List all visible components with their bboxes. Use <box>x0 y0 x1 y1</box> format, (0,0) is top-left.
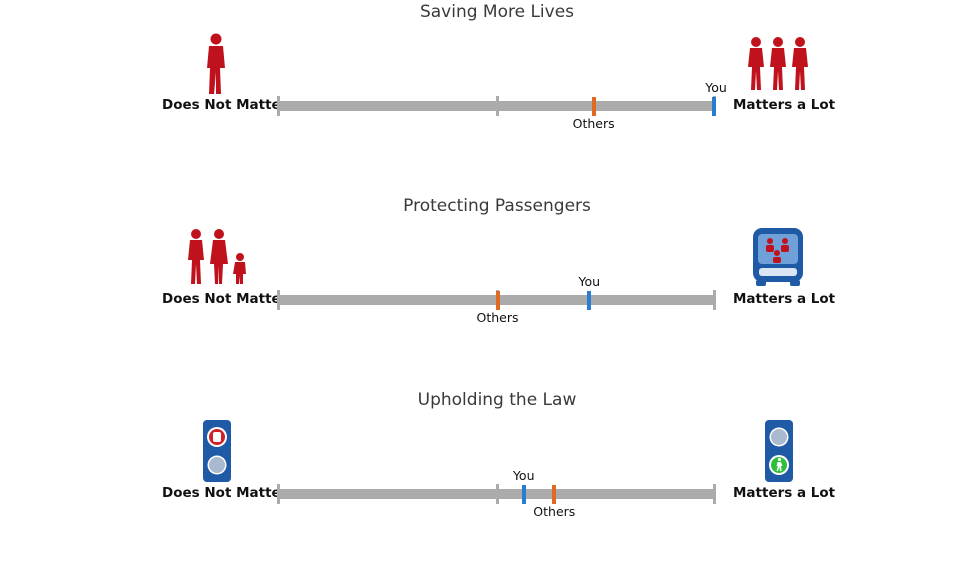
does-not-matter-label: Does Not Matter <box>162 485 288 501</box>
does-not-matter-label: Does Not Matter <box>162 291 288 307</box>
you-marker-label: You <box>512 468 535 483</box>
matters-a-lot-label: Matters a Lot <box>733 97 836 113</box>
matters-a-lot-label: Matters a Lot <box>733 291 836 307</box>
others-marker <box>552 485 557 504</box>
scale-title: Protecting Passengers <box>403 196 591 216</box>
you-marker-label: You <box>705 80 727 95</box>
scale-tick-start <box>277 290 280 310</box>
scale-tick-mid <box>496 96 499 116</box>
scale-tick-start <box>277 96 280 116</box>
scale-tick-start <box>277 484 280 504</box>
others-marker-label: Others <box>572 116 615 131</box>
you-marker <box>521 485 526 504</box>
you-marker <box>587 291 592 310</box>
group-of-pedestrians-icon <box>748 37 808 90</box>
scale-saving-more-lives: Saving More Lives Does Not Matter Matter… <box>0 0 970 194</box>
you-marker <box>712 97 716 116</box>
others-marker <box>495 291 500 310</box>
pedestrian-family-icon <box>188 229 246 284</box>
matters-a-lot-label: Matters a Lot <box>733 485 836 501</box>
green-walk-signal-icon <box>765 420 793 482</box>
scale-title: Upholding the Law <box>417 390 577 410</box>
scale-title: Saving More Lives <box>419 2 575 22</box>
others-marker-label: Others <box>533 504 576 519</box>
scale-upholding-the-law: Upholding the Law Does Not Matter Matter… <box>0 388 970 582</box>
car-with-passengers-icon <box>753 228 803 286</box>
does-not-matter-label: Does Not Matter <box>162 97 288 113</box>
scale-tick-mid <box>496 484 499 504</box>
single-pedestrian-icon <box>207 33 225 94</box>
red-stop-signal-icon <box>203 420 231 482</box>
scale-tick-end <box>713 484 716 504</box>
others-marker-label: Others <box>476 310 519 325</box>
others-marker <box>591 97 596 116</box>
scale-tick-end <box>713 290 716 310</box>
you-marker-label: You <box>578 274 601 289</box>
scale-protecting-passengers: Protecting Passengers Does Not Matter Ma… <box>0 194 970 388</box>
